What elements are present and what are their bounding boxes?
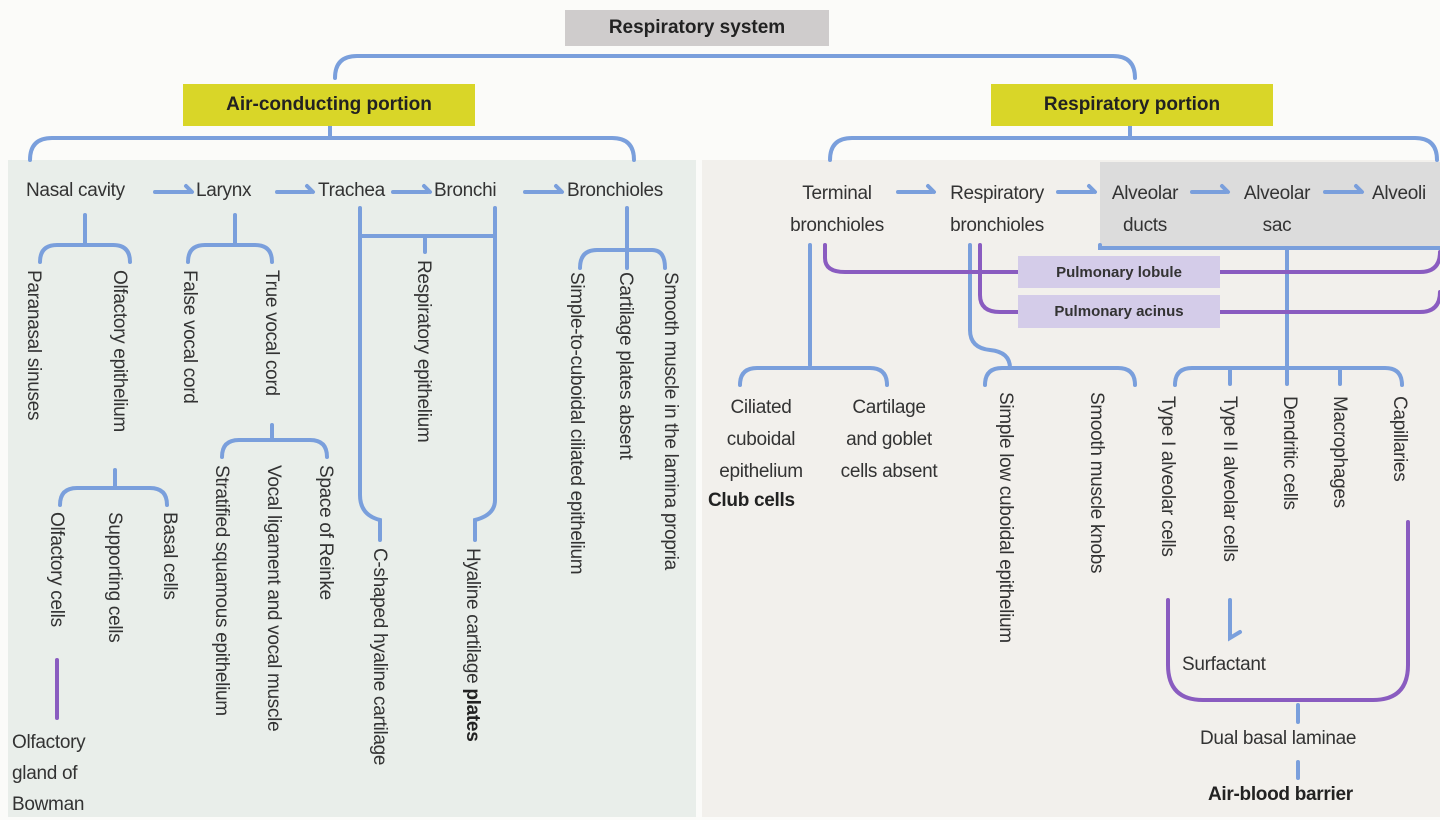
node-alveolar-sac: Alveolar sac — [1232, 178, 1322, 242]
surfactant: Surfactant — [1182, 654, 1266, 675]
ducts-line-2: ducts — [1123, 215, 1167, 236]
dual-basal-laminae: Dual basal laminae — [1200, 728, 1357, 749]
vocal-ligament-muscle: Vocal ligament and vocal muscle — [263, 465, 284, 732]
node-trachea: Trachea — [318, 180, 385, 201]
sac-line-1: Alveolar — [1243, 183, 1311, 204]
false-vocal-cord: False vocal cord — [179, 270, 200, 404]
macrophages: Macrophages — [1329, 396, 1350, 508]
absent-line-3: cells absent — [840, 461, 938, 482]
cartilage-plates-absent: Cartilage plates absent — [615, 272, 636, 460]
gland-line-2: gland of — [12, 763, 78, 784]
smooth-muscle-lamina-propria: Smooth muscle in the lamina propria — [660, 272, 681, 570]
ciliated-line-2: cuboidal — [726, 429, 796, 450]
ciliated-cuboidal-epithelium: Ciliated cuboidal epithelium — [706, 392, 816, 488]
air-bracket — [28, 124, 636, 162]
paranasal-sinuses: Paranasal sinuses — [23, 270, 44, 421]
cartilage-goblet-absent: Cartilage and goblet cells absent — [826, 392, 952, 488]
respiratory-line-2: bronchioles — [950, 215, 1044, 236]
capillaries: Capillaries — [1389, 396, 1410, 482]
resp-bracket — [828, 124, 1439, 162]
ciliated-line-3: epithelium — [719, 461, 803, 482]
hyaline-prefix: Hyaline cartilage — [462, 548, 483, 689]
node-nasal-cavity: Nasal cavity — [26, 180, 125, 201]
true-vocal-cord: True vocal cord — [261, 270, 282, 396]
respiratory-epithelium: Respiratory epithelium — [413, 260, 434, 443]
respiratory-line-1: Respiratory — [950, 183, 1044, 204]
basal-cells: Basal cells — [159, 512, 180, 600]
gland-line-3: Bowman — [12, 794, 85, 815]
top-bracket — [333, 54, 1137, 80]
type-i-alveolar-cells: Type I alveolar cells — [1157, 396, 1178, 557]
node-bronchi: Bronchi — [434, 180, 497, 201]
air-blood-barrier: Air-blood barrier — [1208, 784, 1353, 805]
respiratory-portion-box: Respiratory portion — [991, 84, 1273, 126]
node-alveolar-ducts: Alveolar ducts — [1100, 178, 1190, 242]
node-respiratory-bronchioles: Respiratory bronchioles — [938, 178, 1056, 242]
node-terminal-bronchioles: Terminal bronchioles — [778, 178, 896, 242]
air-conducting-box: Air-conducting portion — [183, 84, 475, 126]
barrier-loop — [1166, 520, 1410, 702]
simple-to-cuboidal-epithelium: Simple-to-cuboidal ciliated epithelium — [566, 272, 587, 575]
olfactory-epithelium: Olfactory epithelium — [109, 270, 130, 432]
absent-line-2: and goblet — [846, 429, 932, 450]
gland-line-1: Olfactory — [12, 732, 86, 753]
c-shaped-hyaline-cartilage: C-shaped hyaline cartilage — [369, 548, 390, 766]
type-ii-alveolar-cells: Type II alveolar cells — [1219, 396, 1240, 562]
supporting-cells: Supporting cells — [104, 512, 125, 643]
absent-line-1: Cartilage — [852, 397, 926, 418]
space-of-reinke: Space of Reinke — [315, 465, 336, 600]
respiratory-portion-label: Respiratory portion — [1043, 94, 1221, 115]
terminal-line-1: Terminal — [802, 183, 872, 204]
node-alveoli: Alveoli — [1372, 183, 1426, 204]
terminal-line-2: bronchioles — [790, 215, 884, 236]
air-conducting-label: Air-conducting portion — [226, 94, 432, 115]
ducts-line-1: Alveolar — [1111, 183, 1179, 204]
sac-line-2: sac — [1262, 215, 1292, 236]
title-box: Respiratory system — [565, 10, 829, 46]
alveolar-group-box — [1100, 162, 1440, 247]
hyaline-cartilage-plates: Hyaline cartilage plates — [462, 548, 483, 742]
pulmonary-lobule-label: Pulmonary lobule — [1056, 263, 1182, 281]
hyaline-plates-bold: plates — [462, 688, 483, 742]
stratified-squamous-epithelium: Stratified squamous epithelium — [211, 465, 232, 716]
smooth-muscle-knobs: Smooth muscle knobs — [1086, 392, 1107, 574]
club-cells: Club cells — [708, 490, 795, 511]
node-bronchioles: Bronchioles — [567, 180, 663, 201]
ciliated-line-1: Ciliated — [730, 397, 792, 418]
simple-low-cuboidal-epithelium: Simple low cuboidal epithelium — [995, 392, 1016, 643]
diagram-title: Respiratory system — [608, 17, 786, 38]
node-larynx: Larynx — [196, 180, 252, 201]
pulmonary-acinus-box: Pulmonary acinus — [1018, 295, 1220, 328]
pulmonary-acinus-label: Pulmonary acinus — [1054, 303, 1184, 320]
pulmonary-lobule-box: Pulmonary lobule — [1018, 256, 1220, 288]
olfactory-cells: Olfactory cells — [46, 512, 67, 627]
dendritic-cells: Dendritic cells — [1279, 396, 1300, 510]
olfactory-gland-of-bowman: Olfactory gland of Bowman — [12, 727, 86, 820]
